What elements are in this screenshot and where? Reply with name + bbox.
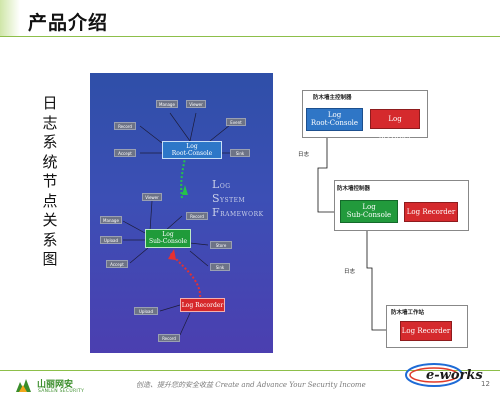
- brand-initial-l: L: [212, 178, 220, 191]
- framework-diagram: Manage Viewer Event Record Accept Sink L…: [90, 73, 273, 353]
- log-recorder-box: Log Recorder: [370, 109, 420, 141]
- viewer-port: Viewer: [142, 193, 162, 201]
- framework-brand: LOG SYSTEM FRAMEWORK: [212, 179, 264, 221]
- log-link-label: 日志: [344, 269, 356, 275]
- root-console-box: Log Root-Console: [306, 108, 363, 131]
- sub-console-line1: Log: [362, 203, 376, 211]
- brand-english: SANLEN SECURITY: [38, 389, 85, 394]
- brand-rest-l: OG: [219, 183, 231, 190]
- caption-char: 点: [42, 191, 58, 210]
- caption-char: 日: [42, 94, 58, 112]
- log-link-label: 日志: [298, 152, 310, 158]
- header-accent: [0, 0, 20, 36]
- recorder-node: Log Recorder: [180, 298, 225, 312]
- caption-char: 图: [42, 250, 58, 268]
- sub-console-node: Log Sub-Console: [145, 229, 191, 248]
- manage-port: Manage: [100, 216, 122, 224]
- upload-port: Upload: [100, 236, 122, 244]
- store-port: Store: [210, 241, 232, 249]
- log-recorder-box: Log Recorder: [400, 321, 452, 341]
- footer-slogan: 创造、提升您的安全收益 Create and Advance Your Secu…: [136, 381, 366, 389]
- manage-port: Manage: [156, 100, 178, 108]
- brand-rest-s: YSTEM: [220, 197, 246, 204]
- brand-initial-f: F: [212, 206, 221, 219]
- caption-char: 统: [42, 152, 58, 171]
- upload-port: Upload: [134, 307, 158, 315]
- log-recorder-box: Log Recorder: [404, 202, 458, 222]
- record-port: Record: [186, 212, 208, 220]
- footer-divider: [0, 370, 500, 371]
- root-console-line2: Root-Console: [310, 119, 359, 127]
- caption-char: 志: [42, 113, 58, 132]
- sub-console-line2: Sub-Console: [346, 211, 392, 219]
- root-console-line1: Log: [327, 111, 342, 119]
- sub-console-line1: Log: [162, 231, 174, 238]
- eworks-logo-icon: [405, 363, 463, 387]
- page-number: 12: [481, 380, 490, 388]
- partner-logo-text: e-works: [426, 368, 483, 383]
- page-title: 产品介绍: [28, 12, 109, 34]
- sub-console-box: Log Sub-Console: [340, 200, 398, 223]
- header-divider: [0, 36, 500, 37]
- brand-rest-f: RAMEWORK: [220, 211, 264, 218]
- event-port: Event: [226, 118, 246, 126]
- controller-label: 防木墙控制器: [337, 186, 371, 192]
- root-console-node: Log Root-Console: [162, 141, 222, 159]
- root-console-line1: Log: [186, 143, 198, 150]
- sink-port: Sink: [210, 263, 230, 271]
- sink-port: Sink: [230, 149, 250, 157]
- brand-initial-s: S: [212, 192, 221, 205]
- record-port: Record: [114, 122, 136, 130]
- accept-port: Accept: [106, 260, 128, 268]
- caption-char: 关: [42, 211, 58, 229]
- sub-console-line2: Sub-Console: [148, 238, 188, 245]
- viewer-port: Viewer: [186, 100, 206, 108]
- main-controller-label: 防木墙主控制器: [313, 95, 352, 101]
- brand-name: 山丽网安: [37, 380, 74, 390]
- sanlen-logo-icon: [16, 379, 31, 392]
- workstation-label: 防木墙工作站: [391, 310, 425, 316]
- accept-port: Accept: [114, 149, 136, 157]
- vertical-caption: 日 志 系 统 节 点 关 系 图: [40, 94, 60, 270]
- root-console-line2: Root-Console: [171, 150, 213, 157]
- caption-char: 系: [42, 230, 58, 249]
- record-port: Record: [158, 334, 180, 342]
- caption-char: 系: [42, 133, 58, 151]
- caption-char: 节: [42, 172, 58, 190]
